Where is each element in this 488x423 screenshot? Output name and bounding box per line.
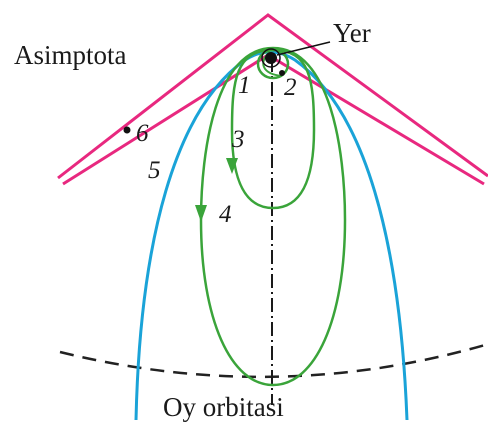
asymptote-label: Asimptota — [14, 40, 127, 70]
earth-leader-line — [276, 41, 331, 56]
earth-ring — [261, 48, 281, 68]
label-4: 4 — [219, 201, 232, 228]
asymptote-outer — [57, 13, 488, 180]
label-2: 2 — [284, 74, 297, 101]
point-2-marker — [279, 70, 285, 76]
earth-label: Yer — [333, 18, 371, 48]
label-3: 3 — [231, 126, 245, 153]
label-5: 5 — [148, 157, 161, 184]
label-1: 1 — [238, 72, 251, 99]
moon-orbit-label: Oy orbitasi — [163, 392, 284, 422]
arrow-orbit-4 — [195, 205, 207, 222]
elliptical-trajectories — [195, 46, 347, 387]
orbit-3 — [230, 48, 316, 210]
moon-orbit-arc — [59, 343, 486, 379]
arrow-orbit-3 — [226, 158, 238, 174]
orbit-4 — [199, 46, 347, 387]
earth-marker — [265, 52, 277, 64]
label-6: 6 — [136, 120, 149, 147]
point-6-marker — [123, 126, 131, 134]
